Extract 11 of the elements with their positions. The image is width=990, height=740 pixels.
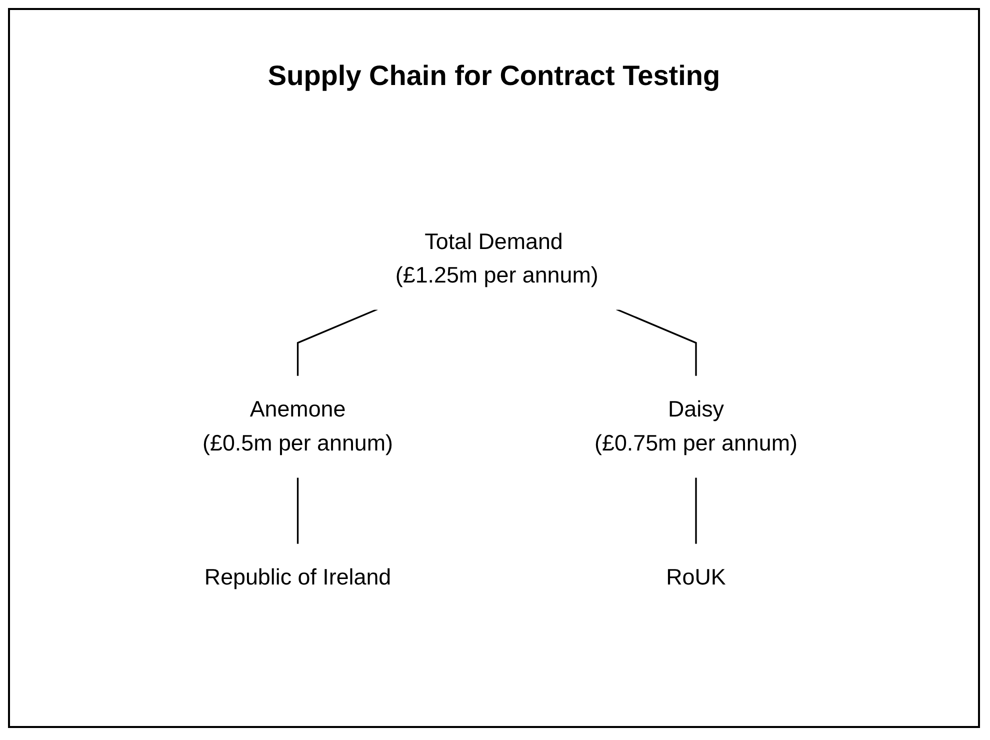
connector: [296, 308, 378, 376]
node-text: Daisy (£0.75m per annum): [594, 398, 798, 456]
node-text: Republic of Ireland: [204, 566, 392, 590]
slide-frame: Supply Chain for Contract Testing Total Demand (£1.25m per annum) Anemone (£0.5m per annum) Daisy (£0.75m per annum) Republic of Ireland RoUK: [8, 8, 980, 728]
connector: [616, 308, 697, 376]
node-text: RoUK: [666, 566, 726, 590]
diagram-title: Supply Chain for Contract Testing: [266, 60, 722, 92]
node-text: Anemone (£0.5m per annum): [202, 398, 393, 456]
node-text: Total Demand (£1.25m per annum): [395, 230, 598, 288]
connector: [695, 477, 697, 544]
connector: [296, 477, 299, 544]
